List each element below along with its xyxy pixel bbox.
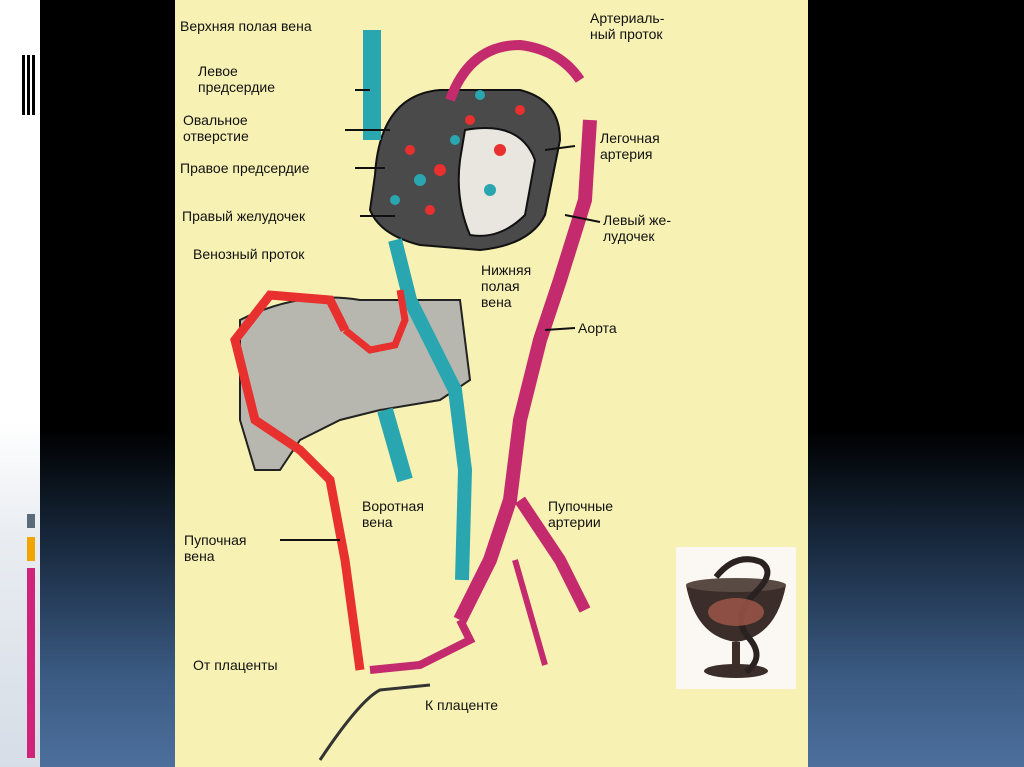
label-foramen-ovale: Овальное отверстие [183, 112, 249, 144]
left-decor-strip [0, 0, 40, 767]
iliac-branch [512, 559, 548, 666]
label-umbilical-arteries: Пупочные артерии [548, 498, 613, 530]
ductus-venosus-vessel [342, 289, 409, 354]
heart-blood-speckle-blue [390, 90, 496, 205]
aorta-vessel [453, 119, 597, 624]
heart-inner [457, 127, 537, 237]
marker-magenta [27, 568, 35, 758]
portal-vessel [377, 407, 413, 483]
label-aorta: Аорта [578, 320, 617, 336]
stripe-pattern [22, 55, 36, 115]
label-ivc: Нижняя полая вена [481, 262, 532, 310]
bowl-of-hygieia-icon [686, 556, 786, 678]
label-right-atrium: Правое предсердие [180, 160, 310, 176]
label-left-ventricle: Левый же- лудочек [603, 212, 671, 244]
ivc-vessel [388, 238, 473, 581]
label-pulmonary-artery: Легочная артерия [600, 130, 660, 162]
label-to-placenta: К плаценте [425, 697, 499, 713]
label-from-placenta: От плаценты [193, 657, 278, 673]
label-left-atrium: Левое предсердие [198, 63, 276, 95]
umbilical-artery-return [369, 618, 476, 674]
marker-orange [27, 537, 35, 561]
liver-shape [239, 296, 472, 471]
placenta-cord [318, 683, 431, 761]
umbilical-artery-right [515, 496, 591, 613]
label-ductus-venosus: Венозный проток [193, 246, 305, 262]
umbilical-vein-vessel [230, 290, 365, 671]
leader-lines [280, 89, 601, 541]
marker-gray [27, 514, 35, 528]
label-right-ventricle: Правый желудочек [182, 208, 306, 224]
aortic-arch [445, 39, 585, 102]
heart-blood-speckle [405, 105, 525, 215]
label-svc: Верхняя полая вена [180, 18, 312, 34]
label-ductus-arteriosus: Артериаль- ный проток [590, 10, 665, 42]
label-umbilical-vein: Пупочная вена [184, 532, 247, 564]
medicine-logo [676, 547, 796, 689]
label-portal-vein: Воротная вена [362, 498, 424, 530]
